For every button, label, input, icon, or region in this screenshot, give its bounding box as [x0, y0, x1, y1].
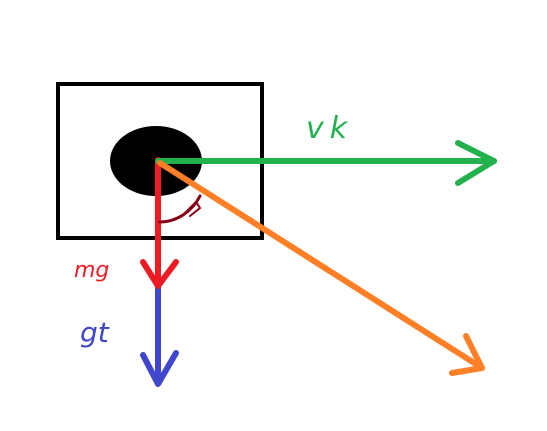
angle-arc [158, 194, 202, 224]
green-arrow [155, 140, 497, 186]
blue-vector-label: gt [80, 316, 110, 349]
red-arrow [140, 157, 179, 289]
green-vector-label: vk [306, 111, 353, 146]
orange-arrow [157, 160, 485, 376]
red-vector-label: mg [74, 258, 109, 283]
angle-arc-scribble [183, 200, 202, 217]
blue-arrow [140, 279, 179, 387]
